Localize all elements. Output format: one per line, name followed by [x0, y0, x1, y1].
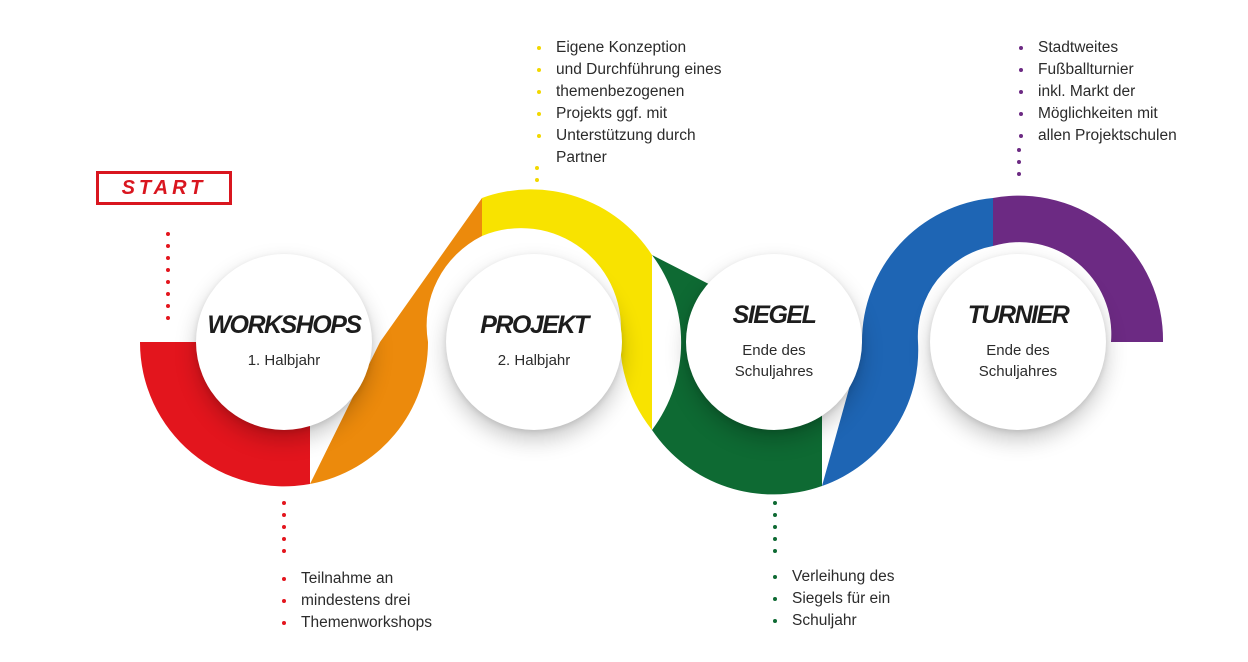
- note-line: Schuljahr: [773, 610, 895, 632]
- step-subtitle: 1. Halbjahr: [247, 352, 321, 369]
- note-line: Eigene Konzeption: [537, 37, 721, 59]
- wave-segment-blue: [822, 198, 993, 486]
- start-label: START: [121, 176, 207, 199]
- step-title: WORKSHOPS: [207, 311, 362, 339]
- note-line: Fußballturnier: [1019, 59, 1177, 81]
- wave-segment-purple: [993, 195, 1164, 342]
- step-title: PROJEKT: [480, 311, 589, 339]
- note-workshops: Teilnahme an mindestens drei Themenworks…: [282, 568, 432, 634]
- step-subtitle: Ende des Schuljahres: [734, 341, 814, 380]
- note-turnier: Stadtweites Fußballturnier inkl. Markt d…: [1019, 37, 1177, 147]
- wave-segment-orange: [310, 198, 482, 484]
- wave-segment-yellow: [482, 189, 652, 430]
- step-subtitle: Ende des Schuljahres: [978, 341, 1058, 380]
- note-line: Verleihung des: [773, 566, 895, 588]
- note-line: Projekts ggf. mit: [537, 103, 721, 125]
- note-line: Unterstützung durch: [537, 125, 721, 147]
- note-line: und Durchführung eines: [537, 59, 721, 81]
- step-circle-workshops: WORKSHOPS 1. Halbjahr: [196, 254, 372, 430]
- note-line: Themenworkshops: [282, 612, 432, 634]
- note-line: inkl. Markt der: [1019, 81, 1177, 103]
- note-line: Möglichkeiten mit: [1019, 103, 1177, 125]
- step-circle-siegel: SIEGEL Ende des Schuljahres: [686, 254, 862, 430]
- step-circle-projekt: PROJEKT 2. Halbjahr: [446, 254, 622, 430]
- step-title: TURNIER: [967, 300, 1070, 329]
- note-line: Teilnahme an: [282, 568, 432, 590]
- step-subtitle: 2. Halbjahr: [497, 352, 571, 369]
- note-line: Siegels für ein: [773, 588, 895, 610]
- step-circle-turnier: TURNIER Ende des Schuljahres: [930, 254, 1106, 430]
- note-line: Stadtweites: [1019, 37, 1177, 59]
- note-line: Partner: [556, 149, 607, 166]
- note-projekt: Eigene Konzeption und Durchführung eines…: [537, 37, 721, 169]
- note-siegel: Verleihung des Siegels für ein Schuljahr: [773, 566, 895, 632]
- note-line: mindestens drei: [282, 590, 432, 612]
- start-badge: START: [96, 171, 232, 205]
- note-line: allen Projektschulen: [1019, 125, 1177, 147]
- note-line: themenbezogenen: [537, 81, 721, 103]
- step-title: SIEGEL: [732, 300, 817, 329]
